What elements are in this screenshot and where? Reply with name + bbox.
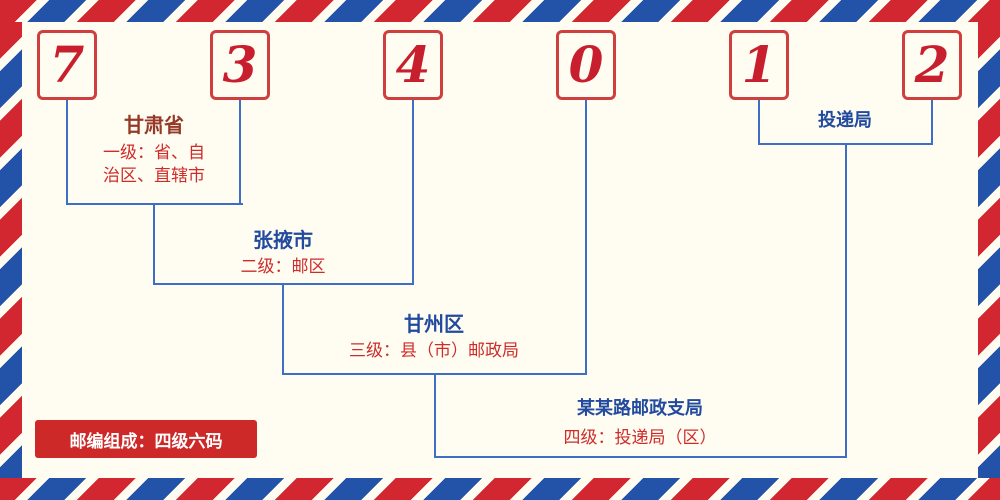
composition-badge: 邮编组成：四级六码 — [35, 420, 257, 458]
bracket-level4-bottom — [434, 456, 847, 458]
connector-delivery-to-level4 — [845, 145, 847, 456]
level2-title: 张掖市 — [253, 228, 313, 252]
level3-desc: 三级：县（市）邮政局 — [349, 341, 519, 361]
connector-digit4-down — [585, 100, 587, 373]
digit-1: 7 — [49, 35, 85, 94]
airmail-border-left — [0, 22, 22, 478]
digit-box-2: 3 — [210, 30, 270, 100]
connector-digit6-down — [931, 100, 933, 143]
connector-level3-to-level4 — [434, 375, 436, 456]
delivery-title: 投递局 — [818, 110, 872, 131]
digit-box-3: 4 — [383, 30, 443, 100]
digit-4: 0 — [568, 35, 604, 94]
digit-6: 2 — [914, 35, 950, 94]
level1-desc-line1: 一级：省、自 — [103, 143, 205, 163]
bracket-level1-bottom — [66, 203, 243, 205]
level4-desc: 四级：投递局（区） — [563, 428, 717, 448]
digit-box-6: 2 — [902, 30, 962, 100]
bracket-level3-bottom — [282, 373, 587, 375]
bracket-delivery-bottom — [758, 143, 933, 145]
digit-box-1: 7 — [37, 30, 97, 100]
composition-badge-text: 邮编组成：四级六码 — [69, 431, 223, 452]
level3-title: 甘州区 — [404, 312, 464, 336]
connector-digit2-down — [239, 100, 241, 203]
digit-box-4: 0 — [556, 30, 616, 100]
connector-digit3-down — [412, 100, 414, 283]
level2-desc: 二级：邮区 — [240, 257, 326, 277]
digit-2: 3 — [222, 35, 258, 94]
connector-digit5-down — [758, 100, 760, 143]
level4-title: 某某路邮政支局 — [577, 398, 703, 419]
connector-digit1-down — [66, 100, 68, 203]
airmail-border-right — [978, 22, 1000, 478]
connector-level2-to-level3 — [282, 285, 284, 373]
digit-3: 4 — [395, 35, 431, 94]
connector-level1-to-level2 — [153, 205, 155, 283]
airmail-border-bottom — [0, 478, 1000, 500]
digit-5: 1 — [741, 35, 777, 94]
bracket-level2-bottom — [153, 283, 414, 285]
level1-desc-line2: 治区、直辖市 — [103, 166, 205, 186]
airmail-border-top — [0, 0, 1000, 22]
digit-box-5: 1 — [729, 30, 789, 100]
level1-title: 甘肃省 — [124, 113, 184, 137]
